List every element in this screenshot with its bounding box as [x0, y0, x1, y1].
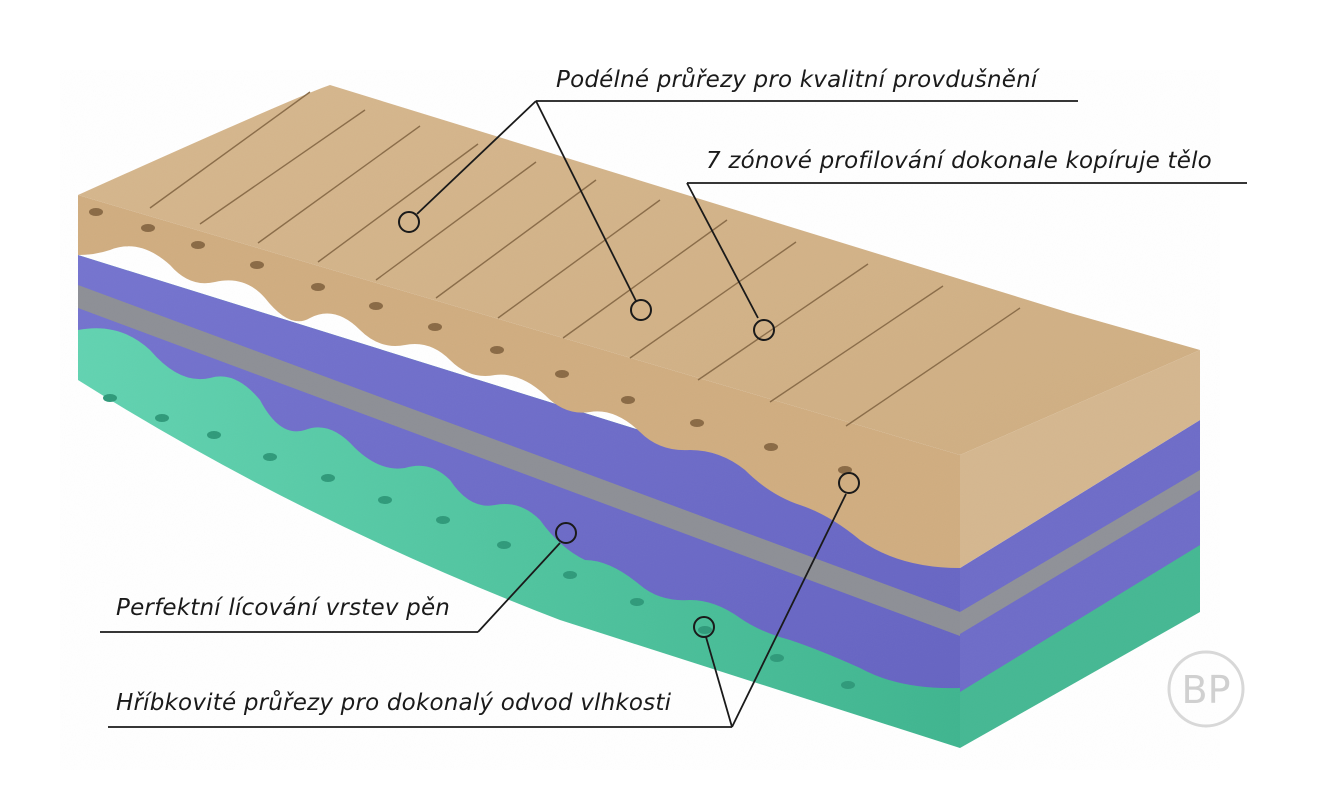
label-mushroom-cuts: Hříbkovité průřezy pro dokonalý odvod vl… — [116, 690, 672, 716]
bottom-holes — [103, 394, 855, 689]
top-foam-end — [960, 350, 1200, 568]
marker-circles — [398, 211, 860, 638]
top-holes — [89, 208, 852, 474]
longitudinal-cut-lines — [149, 91, 1021, 427]
top-foam-top-face — [78, 85, 1200, 455]
gray-layer-end — [960, 470, 1200, 634]
marker-circle-3 — [753, 319, 775, 341]
logo-text: BP — [1182, 668, 1231, 712]
label-seven-zone-profile: 7 zónové profilování dokonale kopíruje t… — [706, 148, 1212, 174]
leader-lines — [100, 100, 1247, 728]
marker-circle-5 — [555, 522, 577, 544]
green-foam-end — [960, 540, 1200, 748]
label-layer-fit: Perfektní lícování vrstev pěn — [116, 595, 451, 621]
marker-circle-6 — [693, 616, 715, 638]
label-longitudinal-cuts: Podélné průřezy pro kvalitní provdušnění — [556, 67, 1038, 93]
marker-circle-4 — [838, 472, 860, 494]
marker-circle-1 — [398, 211, 420, 233]
marker-circle-2 — [630, 299, 652, 321]
bp-logo: BP — [1167, 650, 1245, 728]
gray-layer-front — [78, 285, 960, 636]
top-foam-front — [78, 195, 960, 568]
